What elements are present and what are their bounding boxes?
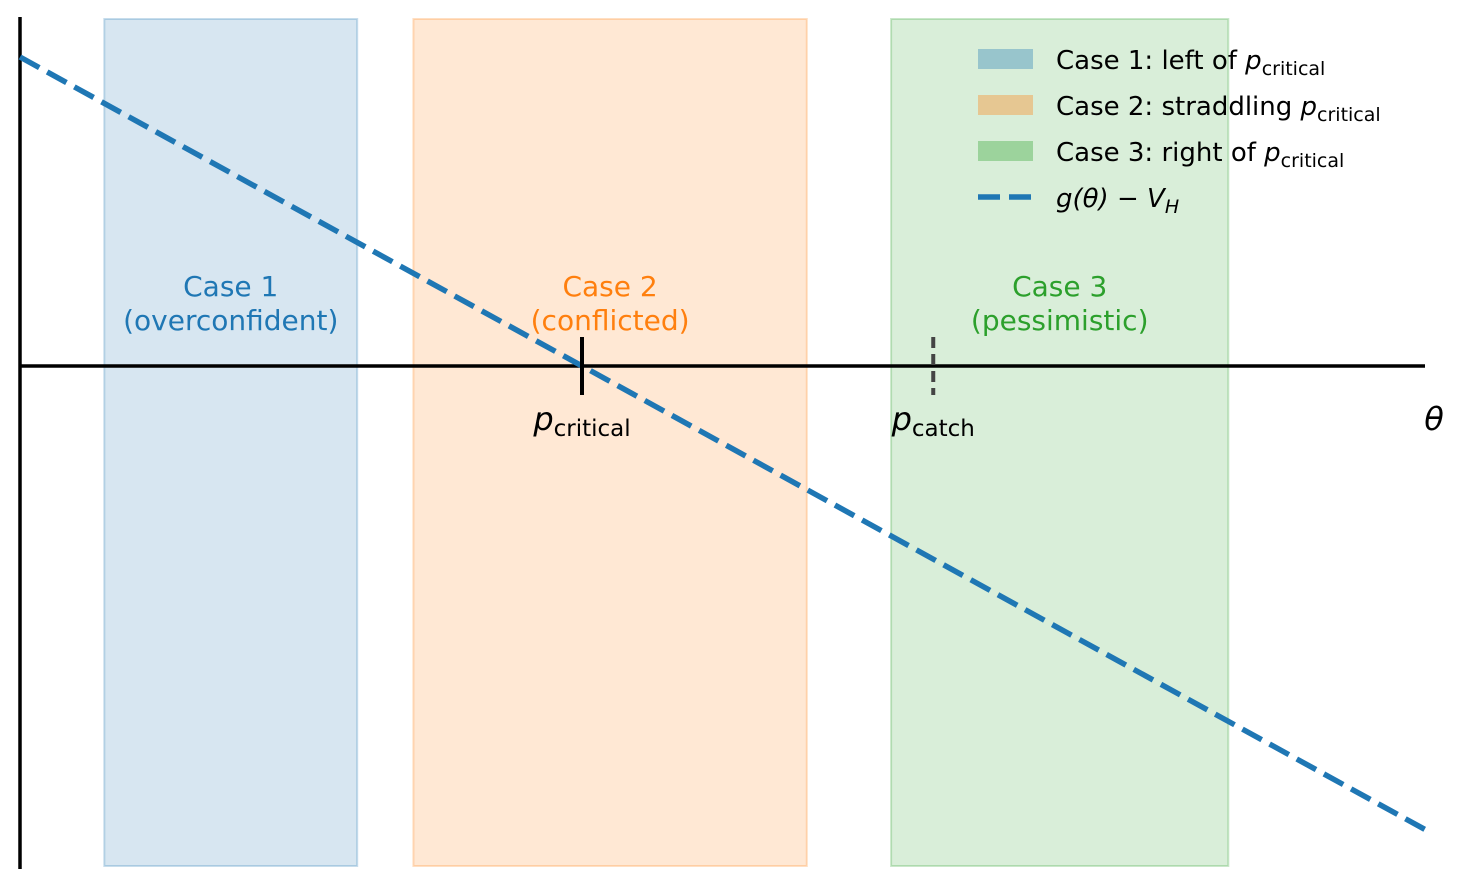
case-1-title: Case 1 [183, 270, 278, 303]
legend-swatch-case-3 [978, 141, 1033, 161]
legend-label-case-3: Case 3: right of pcritical [1056, 138, 1344, 172]
case-3-subtitle: (pessimistic) [971, 304, 1149, 337]
legend-label-case-1: Case 1: left of pcritical [1056, 46, 1325, 80]
critical-point-markers: pcritical pcatch [532, 337, 975, 442]
case-region-3 [890, 18, 1230, 867]
legend-swatch-case-2 [978, 95, 1033, 115]
marker-critical-label: pcritical [532, 400, 630, 442]
series-line-1 [18, 54, 1427, 832]
series-lines [18, 54, 1427, 832]
case-region-2 [412, 18, 808, 867]
legend-swatch-case-1 [978, 49, 1033, 69]
legend-label-case-2: Case 2: straddling pcritical [1056, 92, 1381, 126]
x-axis-label: θ [1424, 400, 1444, 438]
axes: θ [18, 17, 1444, 869]
case-3-title: Case 3 [1012, 270, 1107, 303]
case-2-subtitle: (conflicted) [531, 304, 690, 337]
case-region-1 [103, 18, 359, 867]
case-2-title: Case 2 [562, 270, 657, 303]
marker-catch-label: pcatch [891, 400, 975, 442]
case-1-subtitle: (overconfident) [123, 304, 338, 337]
legend-label-series-1: g(θ) − VH [1056, 184, 1179, 218]
case-labels: Case 1(overconfident) Case 2(conflicted) C… [123, 270, 1148, 337]
case-regions [103, 18, 1230, 867]
